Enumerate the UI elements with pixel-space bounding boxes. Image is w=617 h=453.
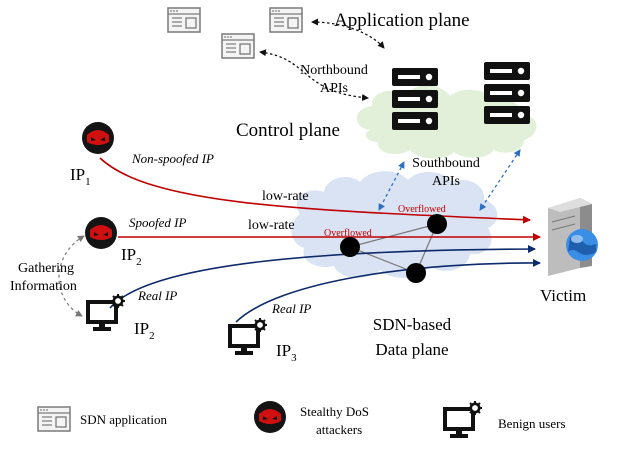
data-plane-label: Data plane [375, 340, 448, 359]
legend-sdn-application-label: SDN application [80, 412, 168, 427]
benign-user-icon [228, 316, 269, 357]
southbound-link [479, 149, 521, 211]
legend-benign-label: Benign users [498, 416, 566, 431]
legend-attackers-label: Stealthy DoS [300, 404, 369, 419]
overflowed-label: Overflowed [324, 228, 372, 239]
controller-server-icon [484, 62, 530, 124]
data-plane-label: SDN-based [373, 315, 452, 334]
data-plane-cloud [291, 171, 498, 278]
attacker-icon [82, 122, 114, 154]
benign-ip3-label: IP3 [276, 341, 297, 364]
switch-link [349, 223, 438, 248]
northbound-label: APIs [320, 81, 348, 96]
legend-attacker-icon [254, 401, 286, 433]
southbound-label: Southbound [412, 156, 480, 171]
benign-flow-ip3 [235, 258, 541, 323]
switch-node [340, 237, 360, 257]
attacker-ip2-label: IP2 [121, 245, 142, 268]
switch-node [427, 214, 447, 234]
benign-ip2-label: IP2 [134, 319, 155, 342]
gathering-information-link [58, 235, 85, 317]
victim-label: Victim [540, 286, 586, 305]
non-spoofed-ip-label: Non-spoofed IP [131, 151, 214, 166]
low-rate-label: low-rate [262, 189, 309, 204]
controller-server-icon [392, 68, 438, 130]
real-ip-label: Real IP [137, 288, 177, 303]
benign-flow-ip2 [109, 245, 536, 309]
spoofed-ip-label: Spoofed IP [129, 215, 186, 230]
benign-user-icon [86, 292, 127, 333]
legend-sdn-application-icon [37, 406, 71, 432]
northbound-link [259, 49, 369, 101]
control-plane-label: Control plane [236, 120, 340, 141]
overflowed-label: Overflowed [398, 204, 446, 215]
victim-server-icon [548, 198, 598, 276]
sdn-application-icon [269, 7, 303, 33]
attacker-icon [85, 217, 117, 249]
application-plane-label: Application plane [334, 10, 470, 31]
southbound-label: APIs [432, 174, 460, 189]
gathering-label: Gathering [18, 261, 74, 276]
real-ip-label: Real IP [271, 301, 311, 316]
legend-attackers-label: attackers [316, 422, 362, 437]
attacker-ip1-label: IP1 [70, 165, 91, 188]
legend-benign-icon [443, 399, 484, 440]
legend: SDN application Stealthy DoS attackers B… [37, 399, 566, 440]
switch-node [406, 263, 426, 283]
northbound-label: Northbound [300, 63, 368, 78]
sdn-application-icon [167, 7, 201, 33]
sdn-application-icon [221, 33, 255, 59]
gathering-label: Information [10, 279, 77, 294]
low-rate-label: low-rate [248, 218, 295, 233]
switch-link [349, 246, 417, 274]
